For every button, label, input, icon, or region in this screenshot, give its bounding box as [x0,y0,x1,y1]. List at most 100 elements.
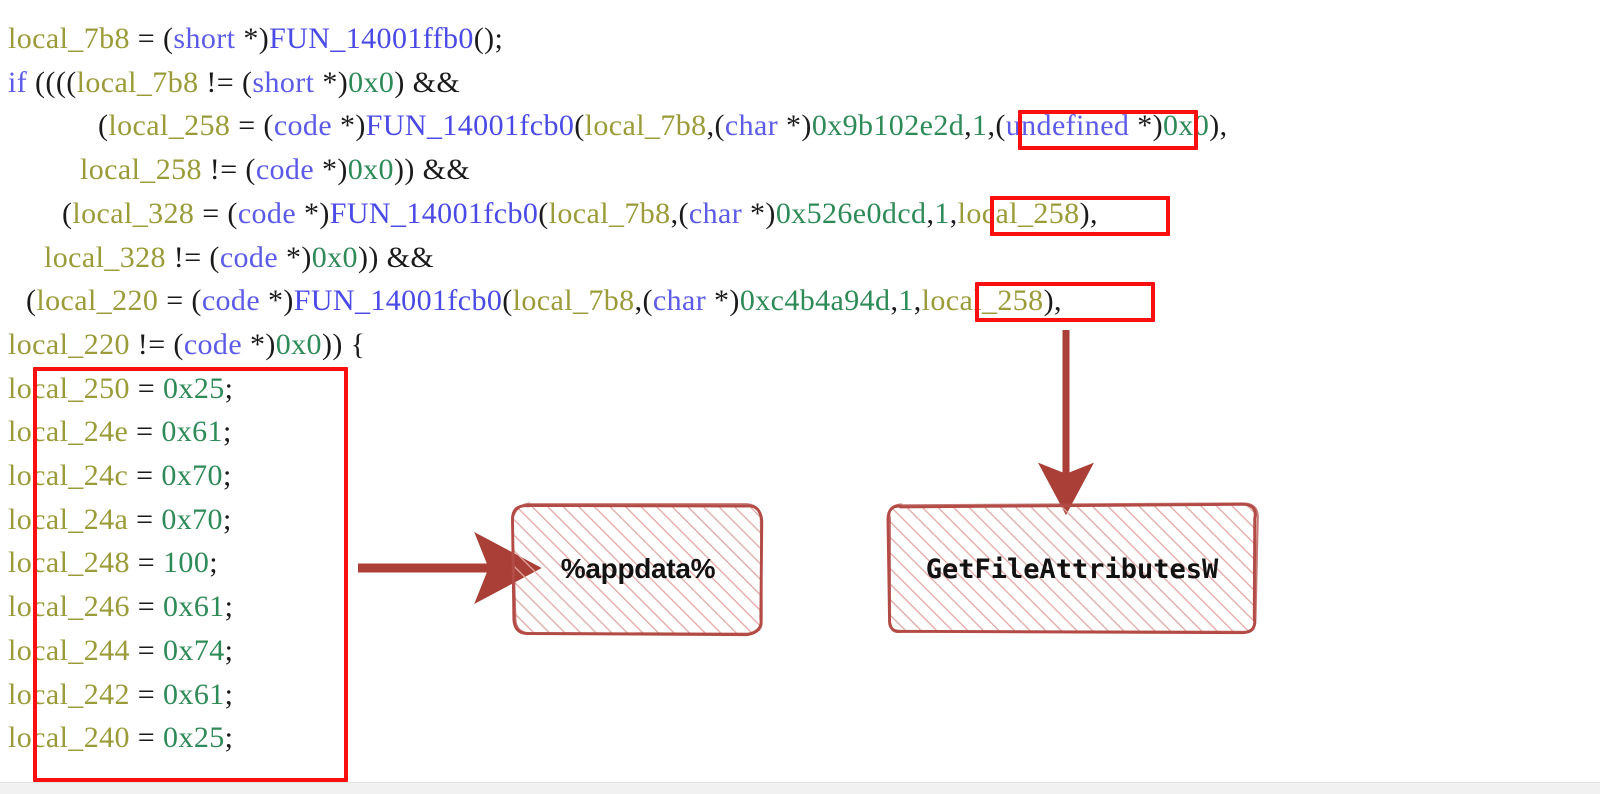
code-token-punc: ,( [634,284,653,318]
code-line[interactable]: if ((((local_7b8 != (short *)0x0) && [8,66,460,100]
code-token-punc: , [926,196,935,230]
code-token-punc: ,( [706,109,725,143]
code-token-type: code [255,153,315,187]
code-token-fn: FUN_14001fcb0 [365,109,575,143]
code-token-var: local_328 [44,240,166,274]
code-token-num: 0x0 [348,65,395,99]
code-token-type: code [273,109,333,143]
code-line[interactable]: local_244 = 0x74; [8,634,233,668]
code-line[interactable]: local_242 = 0x61; [8,678,233,712]
code-line[interactable]: local_24c = 0x70; [8,459,232,493]
code-token-punc: ( [163,22,174,55]
code-token-punc: ( [98,109,109,143]
code-token-punc: ( [62,196,73,230]
code-token-num: 0xc4b4a94d [739,284,891,318]
code-token-punc: ; [209,546,218,580]
code-token-var: local_220 [8,327,130,361]
sketch-box-outline [511,502,764,637]
code-line[interactable]: local_24e = 0x61; [8,415,232,449]
highlight-box [33,367,348,782]
code-token-num: 0x0 [1163,109,1210,143]
code-token-fn: FUN_14001fcb0 [329,196,539,230]
code-token-num: 0x0 [347,153,394,187]
code-token-punc: ,( [987,109,1006,143]
code-token-punc: = [129,633,164,667]
code-token-punc: ( [538,196,549,230]
code-token-var: local_24c [8,459,129,492]
code-token-punc: )) && [393,153,471,187]
code-token-punc: = [128,415,162,449]
code-token-num: 0x70 [161,502,223,536]
code-token-var: local_7b8 [76,65,199,99]
code-token-type: code [201,284,261,318]
sketch-box-hatch-fill [514,505,762,633]
sketch-box-hatch-fill [888,505,1256,633]
code-token-var: local_258 [108,109,231,143]
code-token-num: 0x0 [275,327,322,361]
code-line[interactable]: local_24a = 0x70; [8,503,232,537]
code-token-punc: = [129,371,164,405]
code-token-num: 0x61 [161,415,223,449]
code-token-punc: (); [473,22,504,55]
sketch-box-outline [886,502,1259,635]
code-token-num: 0x0 [311,240,358,274]
code-token-num: 0x9b102e2d [811,109,965,143]
code-token-kw: if [8,65,28,99]
code-token-var: local_246 [8,590,130,624]
code-token-punc: *) [278,240,312,274]
code-token-var: local_244 [8,633,130,667]
code-token-punc: *) [778,109,812,143]
code-line[interactable]: (local_220 = (code *)FUN_14001fcb0(local… [26,284,1062,318]
code-token-punc: ; [222,415,232,449]
code-line[interactable]: (local_258 = (code *)FUN_14001fcb0(local… [98,109,1228,143]
code-token-type: code [183,327,243,361]
code-token-punc: , [949,196,958,230]
code-token-num: 0x61 [163,677,225,711]
code-token-punc: != ( [165,240,220,274]
code-token-punc: = [128,459,162,492]
code-token-punc: ; [224,721,234,755]
code-token-punc: = ( [194,196,238,230]
code-token-punc: ( [26,284,37,318]
code-token-type: short [173,22,236,55]
code-token-punc: *) [242,327,276,361]
code-token-num: 0x74 [163,633,225,667]
code-line[interactable]: local_250 = 0x25; [8,372,233,406]
code-line[interactable]: local_246 = 0x61; [8,590,233,624]
code-token-punc: (((( [27,65,77,99]
highlight-box [975,282,1155,322]
code-line[interactable]: local_240 = 0x25; [8,721,233,755]
code-token-punc: *) [260,284,294,318]
code-line[interactable]: local_248 = 100; [8,546,218,580]
code-token-type: char [724,109,779,143]
code-token-type: code [219,240,279,274]
code-line[interactable]: local_258 != (code *)0x0)) && [80,153,470,187]
code-line[interactable]: local_328 != (code *)0x0)) && [44,241,434,275]
code-line[interactable]: (local_328 = (code *)FUN_14001fcb0(local… [62,197,1098,231]
code-token-punc: != ( [198,65,253,99]
code-token-num: 100 [163,546,210,580]
code-token-var: local_7b8 [548,196,671,230]
code-token-var: local_242 [8,677,130,711]
code-token-punc: = [128,502,162,536]
code-token-punc: )) { [321,327,366,361]
code-token-var: local_7b8 [584,109,707,143]
code-token-punc: = ( [230,109,274,143]
code-token-num: 1 [898,284,914,318]
code-token-type: char [652,284,707,318]
highlight-box [990,196,1170,236]
code-line[interactable]: local_7b8 = (short *)FUN_14001ffb0(); [8,22,503,56]
code-token-punc: ; [224,633,234,667]
code-token-punc: , [890,284,899,318]
code-token-punc: != ( [201,153,256,187]
code-token-punc: = [129,677,164,711]
code-token-type: char [688,196,743,230]
code-token-num: 0x61 [163,590,225,624]
code-token-var: local_248 [8,546,130,580]
code-token-type: code [237,196,297,230]
code-token-num: 0x25 [163,371,225,405]
code-line[interactable]: local_220 != (code *)0x0)) { [8,328,365,362]
code-token-punc: ,( [670,196,689,230]
